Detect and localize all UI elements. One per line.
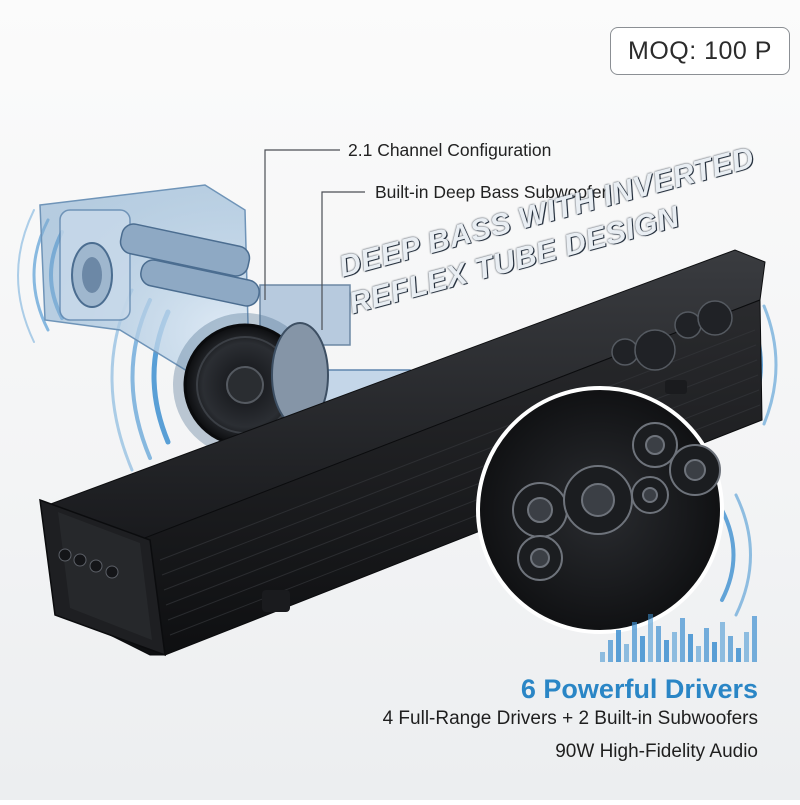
- moq-text: MOQ: 100 P: [628, 36, 772, 65]
- equalizer-bar: [704, 628, 709, 662]
- equalizer-bar: [600, 652, 605, 662]
- equalizer-bar: [624, 644, 629, 662]
- equalizer-bar: [720, 622, 725, 662]
- equalizer-bar: [752, 616, 757, 662]
- equalizer-bar: [744, 632, 749, 662]
- driver-zoom-callout: [476, 386, 724, 634]
- equalizer-bar: [680, 618, 685, 662]
- moq-badge: MOQ: 100 P: [610, 27, 790, 75]
- control-buttons: [58, 548, 119, 579]
- channel-callout: 2.1 Channel Configuration: [348, 140, 552, 160]
- equalizer-bar: [648, 614, 653, 662]
- equalizer-graphic: [600, 614, 757, 662]
- equalizer-bar: [640, 636, 645, 662]
- features-line-2: 90W High-Fidelity Audio: [555, 741, 758, 762]
- features-headline: 6 Powerful Drivers: [520, 674, 758, 704]
- equalizer-bar: [656, 626, 661, 662]
- equalizer-bar: [688, 634, 693, 662]
- equalizer-bar: [664, 640, 669, 662]
- equalizer-bar: [712, 642, 717, 662]
- equalizer-bar: [672, 632, 677, 662]
- subwoofer-callout: Built-in Deep Bass Subwoofer: [375, 182, 608, 202]
- equalizer-bar: [608, 640, 613, 662]
- callout-leader-lines: [264, 149, 365, 330]
- equalizer-bar: [728, 636, 733, 662]
- equalizer-bar: [632, 622, 637, 662]
- features-line-1: 4 Full-Range Drivers + 2 Built-in Subwoo…: [382, 708, 758, 729]
- equalizer-bar: [736, 648, 741, 662]
- equalizer-bar: [616, 630, 621, 662]
- equalizer-bar: [696, 646, 701, 662]
